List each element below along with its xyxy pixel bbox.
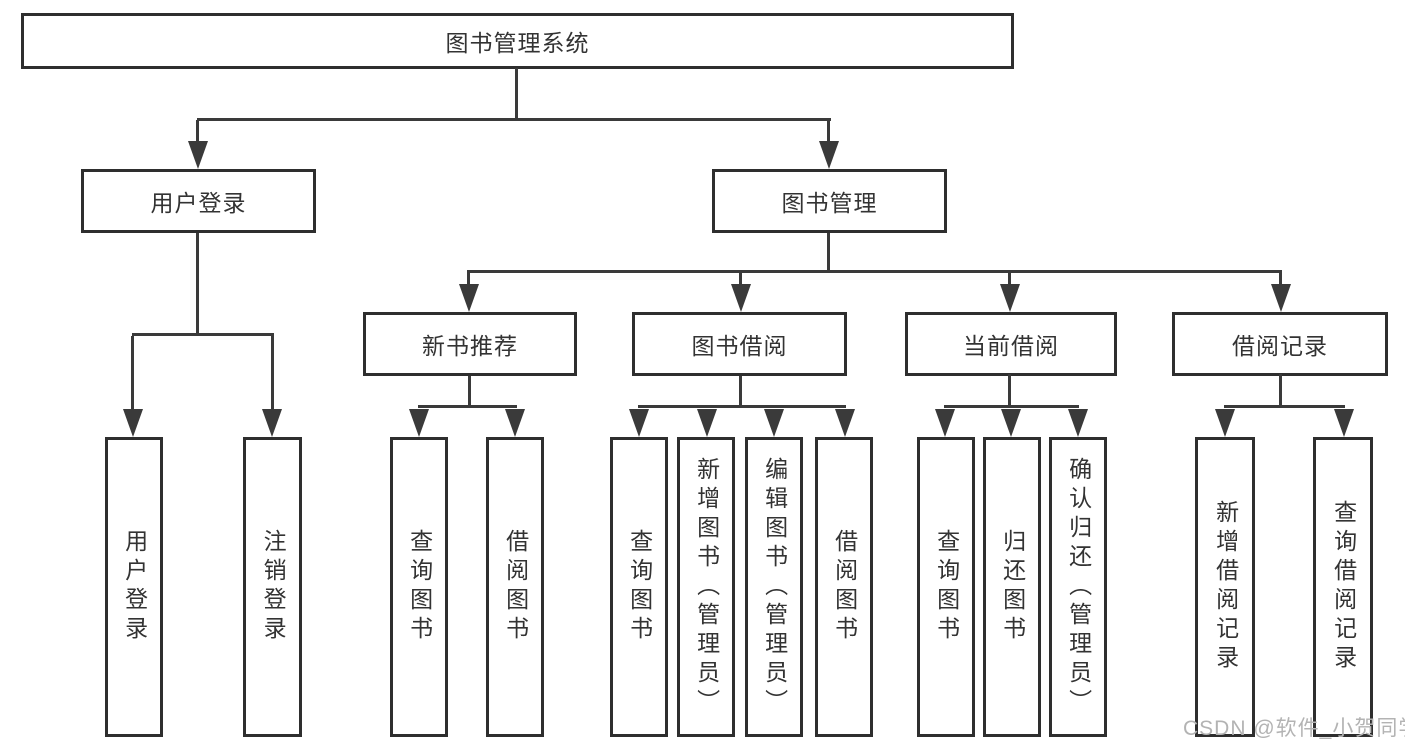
leaf-newbook-borrow: 借阅图书 bbox=[486, 437, 544, 737]
connector-drop-records bbox=[1279, 273, 1282, 287]
leaf-label: 归还图书 bbox=[999, 529, 1026, 645]
leaf-borrow-borrow: 借阅图书 bbox=[815, 437, 873, 737]
node-borrow-label: 图书借阅 bbox=[691, 333, 788, 359]
connector-book-mgmt-stem bbox=[827, 233, 830, 273]
connector-records-rail bbox=[1224, 405, 1345, 408]
connector-drop-leaf bbox=[271, 336, 274, 412]
node-user-login-label: 用户登录 bbox=[150, 190, 247, 216]
arrowhead-icon bbox=[1001, 409, 1021, 437]
arrowhead-icon bbox=[819, 141, 839, 169]
arrowhead-icon bbox=[1068, 409, 1088, 437]
leaf-label: 注销登录 bbox=[260, 529, 287, 645]
arrowhead-icon bbox=[1000, 284, 1020, 312]
leaf-label: 确认归还（管理员） bbox=[1065, 456, 1092, 718]
arrowhead-icon bbox=[1271, 284, 1291, 312]
leaf-borrow-add-admin: 新增图书（管理员） bbox=[677, 437, 735, 737]
connector-current-stem bbox=[1008, 374, 1011, 407]
csdn-watermark: CSDN @软件_小贺同学 bbox=[1183, 717, 1405, 740]
connector-borrow-stem bbox=[739, 376, 742, 407]
arrowhead-icon bbox=[409, 409, 429, 437]
node-new-book: 新书推荐 bbox=[363, 312, 577, 376]
connector-drop-book-mgmt bbox=[827, 120, 830, 145]
leaf-label: 用户登录 bbox=[121, 529, 148, 645]
node-borrow: 图书借阅 bbox=[632, 312, 847, 376]
node-current-label: 当前借阅 bbox=[963, 333, 1059, 359]
arrowhead-icon bbox=[629, 409, 649, 437]
node-root: 图书管理系统 bbox=[21, 13, 1014, 69]
connector-borrow-rail bbox=[638, 405, 846, 408]
connector-current-rail bbox=[944, 405, 1079, 408]
leaf-current-confirm-admin: 确认归还（管理员） bbox=[1049, 437, 1107, 737]
connector-user-login-rail bbox=[132, 333, 274, 336]
arrowhead-icon bbox=[1215, 409, 1235, 437]
arrowhead-icon bbox=[459, 284, 479, 312]
node-records-label: 借阅记录 bbox=[1232, 333, 1328, 359]
node-new-book-label: 新书推荐 bbox=[422, 333, 518, 359]
arrowhead-icon bbox=[935, 409, 955, 437]
leaf-label: 查询借阅记录 bbox=[1330, 500, 1357, 674]
arrowhead-icon bbox=[697, 409, 717, 437]
connector-new-book-stem bbox=[468, 376, 471, 407]
leaf-borrow-edit-admin: 编辑图书（管理员） bbox=[745, 437, 803, 737]
connector-drop-user-login bbox=[196, 120, 199, 145]
connector-root-rail bbox=[197, 118, 831, 121]
leaf-label: 查询图书 bbox=[933, 529, 960, 645]
arrowhead-icon bbox=[731, 284, 751, 312]
arrowhead-icon bbox=[188, 141, 208, 169]
leaf-logout: 注销登录 bbox=[243, 437, 302, 737]
arrowhead-icon bbox=[505, 409, 525, 437]
leaf-label: 编辑图书（管理员） bbox=[761, 456, 788, 718]
node-records: 借阅记录 bbox=[1172, 312, 1388, 376]
leaf-label: 查询图书 bbox=[406, 529, 433, 645]
leaf-borrow-query: 查询图书 bbox=[610, 437, 668, 737]
node-root-label: 图书管理系统 bbox=[445, 30, 590, 56]
leaf-label: 新增图书（管理员） bbox=[693, 456, 720, 718]
connector-root-stem bbox=[515, 68, 518, 120]
leaf-records-query: 查询借阅记录 bbox=[1313, 437, 1373, 737]
leaf-label: 查询图书 bbox=[626, 529, 653, 645]
connector-user-login-stem bbox=[196, 233, 199, 334]
leaf-current-query: 查询图书 bbox=[917, 437, 975, 737]
connector-new-book-rail bbox=[418, 405, 517, 408]
arrowhead-icon bbox=[262, 409, 282, 437]
node-book-mgmt: 图书管理 bbox=[712, 169, 947, 233]
leaf-records-add: 新增借阅记录 bbox=[1195, 437, 1255, 737]
connector-drop-new-book bbox=[467, 273, 470, 287]
arrowhead-icon bbox=[835, 409, 855, 437]
arrowhead-icon bbox=[764, 409, 784, 437]
leaf-user-login: 用户登录 bbox=[105, 437, 163, 737]
node-user-login: 用户登录 bbox=[81, 169, 316, 233]
connector-drop-leaf bbox=[131, 336, 134, 412]
leaf-current-return: 归还图书 bbox=[983, 437, 1041, 737]
leaf-label: 借阅图书 bbox=[831, 529, 858, 645]
node-current: 当前借阅 bbox=[905, 312, 1117, 376]
connector-records-stem bbox=[1279, 374, 1282, 407]
leaf-label: 借阅图书 bbox=[502, 529, 529, 645]
arrowhead-icon bbox=[1334, 409, 1354, 437]
connector-drop-borrow bbox=[739, 273, 742, 287]
leaf-newbook-query: 查询图书 bbox=[390, 437, 448, 737]
leaf-label: 新增借阅记录 bbox=[1212, 500, 1239, 674]
connector-drop-current bbox=[1008, 273, 1011, 287]
node-book-mgmt-label: 图书管理 bbox=[781, 190, 878, 216]
connector-book-mgmt-rail bbox=[467, 270, 1282, 273]
arrowhead-icon bbox=[123, 409, 143, 437]
